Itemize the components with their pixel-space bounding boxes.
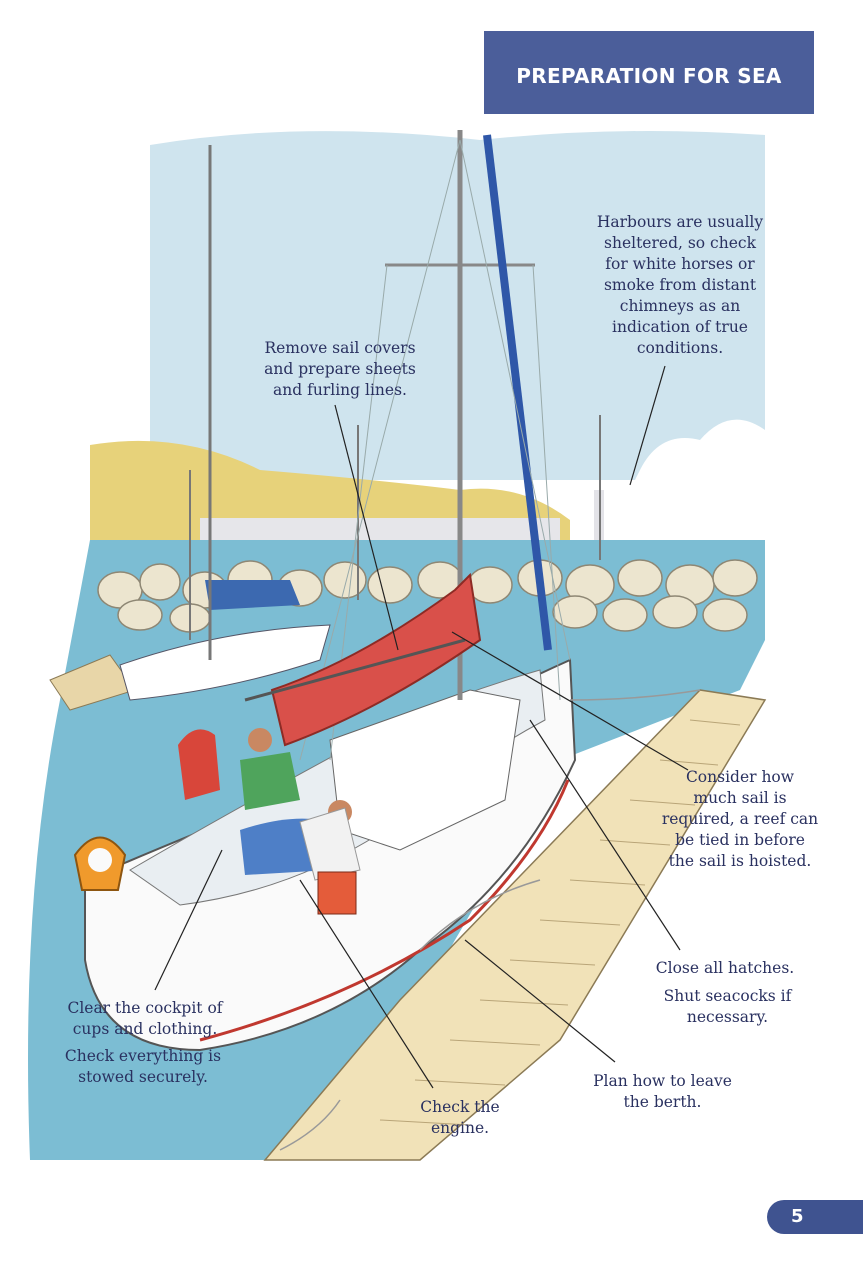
lifebuoy — [73, 836, 127, 891]
furled-headsail — [483, 134, 552, 651]
caption-stowed: Check everything is stowed securely. — [64, 1047, 222, 1086]
page-number-tab: 5 — [767, 1200, 863, 1234]
caption-seacocks: Shut seacocks if necessary. — [663, 987, 792, 1026]
caption-cockpit: Clear the cockpit of cups and clothing. — [67, 999, 223, 1038]
dock — [263, 689, 767, 1161]
background-yacht — [119, 624, 331, 701]
caption-harbour: Harbours are usually sheltered, so check… — [596, 213, 764, 357]
caption-sail-covers: Remove sail covers and prepare sheets an… — [264, 339, 416, 399]
engine-box — [317, 871, 357, 915]
crew — [178, 728, 361, 881]
sail-cover — [270, 572, 482, 747]
caption-berth: Plan how to leave the berth. — [593, 1072, 732, 1111]
caption-hatches: Close all hatches. — [655, 959, 795, 977]
caption-reef: Consider how much sail is required, a re… — [661, 768, 819, 870]
sky-cloud — [630, 419, 765, 490]
section-title: PREPARATION FOR SEA — [516, 64, 782, 88]
page-number: 5 — [791, 1206, 804, 1227]
section-banner: PREPARATION FOR SEA — [484, 31, 814, 114]
caption-engine: Check the engine. — [420, 1098, 500, 1137]
